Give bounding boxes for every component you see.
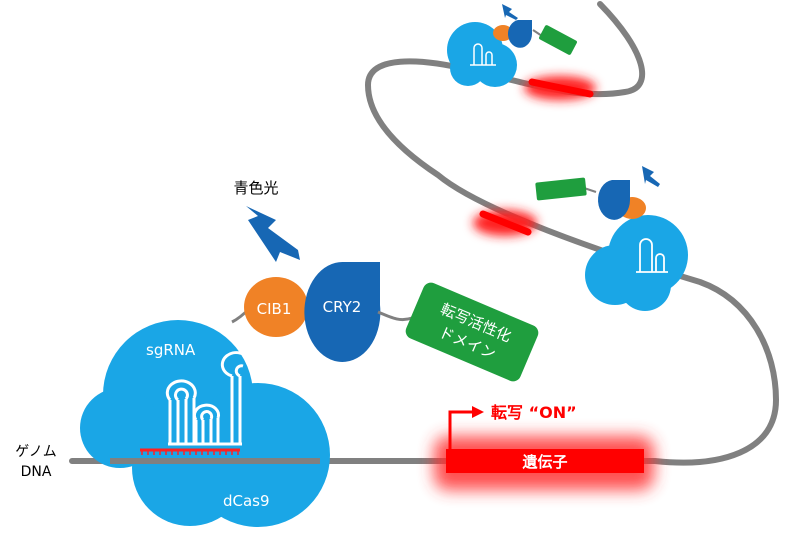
dcas9-protein <box>80 320 330 527</box>
top-dcas9-complex <box>447 4 577 87</box>
top-cib1-protein <box>493 25 513 41</box>
top-lightning-bolt-icon <box>502 4 518 20</box>
sgrna-binding-strand <box>140 448 240 455</box>
upper-gene-glow-1 <box>524 76 596 100</box>
cib1-protein <box>244 277 308 337</box>
lightning-bolt-icon <box>246 206 300 262</box>
blue-light-label: 青色光 <box>233 179 278 197</box>
gene-box: 遺伝子 <box>434 436 654 490</box>
top-cry2-protein <box>508 20 532 48</box>
dna-label: DNA <box>21 464 52 480</box>
transcription-arrow-icon <box>448 406 484 449</box>
cry2-protein <box>304 261 381 362</box>
right-activation-domain <box>535 177 587 201</box>
sgrna-structure <box>165 351 252 446</box>
upper-gene-glow-2 <box>473 210 537 236</box>
cry2-activation-linker <box>377 310 413 322</box>
right-dcas9-complex <box>535 166 688 311</box>
right-cry2-protein <box>598 180 630 220</box>
gene-label: 遺伝子 <box>521 453 567 471</box>
sgrna-label: sgRNA <box>146 341 196 359</box>
right-lightning-bolt-icon <box>642 166 660 187</box>
activation-domain: 転写活性化 ドメイン <box>405 282 539 382</box>
dcas9-label: dCas9 <box>223 492 270 510</box>
genome-label: ゲノム <box>15 444 57 460</box>
cib1-label: CIB1 <box>257 300 292 318</box>
top-activation-domain <box>539 25 577 55</box>
transcription-on-label: 転写 “ON” <box>491 403 577 422</box>
cry2-label: CRY2 <box>323 298 362 316</box>
